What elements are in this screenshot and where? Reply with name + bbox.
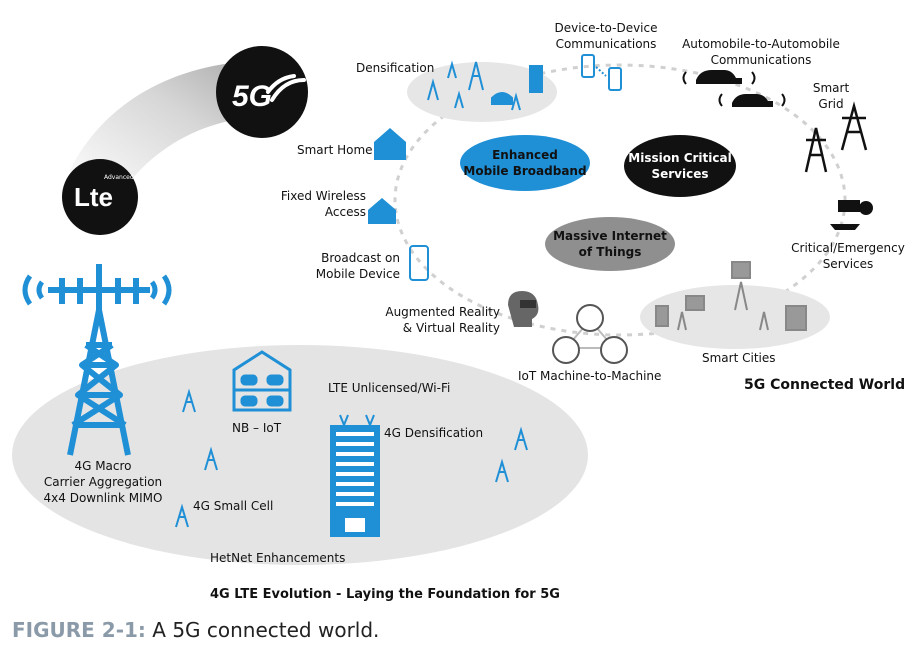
hetnet-label: HetNet Enhancements xyxy=(210,551,346,565)
a2a-line-2: Communications xyxy=(710,53,812,67)
iot-car-node xyxy=(600,336,628,364)
lte-ellipse xyxy=(12,345,588,565)
broadcast-line-1: Broadcast on xyxy=(321,251,400,265)
embb-pill-shape xyxy=(460,135,590,191)
smart-cities-label: Smart Cities xyxy=(702,351,776,365)
iot-home-node xyxy=(552,336,580,364)
fixed-wireless-line-1: Fixed Wireless xyxy=(280,189,366,203)
miot-pill-shape xyxy=(545,217,675,271)
macro-line-3: 4x4 Downlink MIMO xyxy=(43,491,163,505)
fiveg-logo-circle xyxy=(216,46,308,138)
office-building-icon xyxy=(330,414,380,537)
massive-iot-pillar: Massive Internet of Things xyxy=(545,217,675,271)
d2d-label: Device-to-Device Communications xyxy=(548,20,664,52)
emergency-label: Critical/Emergency Services xyxy=(786,240,910,272)
broadcast-phone-icon xyxy=(409,245,429,281)
emergency-icon xyxy=(830,200,873,230)
miot-line-2: of Things xyxy=(578,245,642,259)
smart-grid-line-2: Grid xyxy=(818,97,844,111)
smart-grid-line-1: Smart xyxy=(812,81,850,95)
smart-cities-icons xyxy=(655,261,807,331)
car-signal-icon xyxy=(682,71,786,107)
foundation-title: 4G LTE Evolution - Laying the Foundation… xyxy=(210,587,560,602)
fixed-wireless-icon xyxy=(368,198,396,224)
embb-line-2: Mobile Broadband xyxy=(463,164,587,178)
macro-tower-icon xyxy=(22,264,172,456)
emergency-line-2: Services xyxy=(822,257,874,271)
caption-prefix: FIGURE 2-1: xyxy=(12,618,146,642)
ar-vr-label: Augmented Reality & Virtual Reality xyxy=(376,304,500,336)
fiveg-logo-text: 5G xyxy=(232,80,273,113)
lte-logo-circle xyxy=(62,159,138,235)
small-tower-icon xyxy=(175,388,528,528)
fixed-wireless-label: Fixed Wireless Access xyxy=(270,188,366,220)
mission-line-2: Services xyxy=(651,167,709,181)
ar-vr-icon xyxy=(508,291,539,327)
cars-icon xyxy=(696,70,773,107)
iot-m2m-icon xyxy=(563,318,617,349)
densification-icons xyxy=(427,60,543,111)
lte-logo-subtext: Advanced Pro xyxy=(104,174,146,181)
lte-logo-text: Lte xyxy=(74,182,113,212)
iot-phone-node xyxy=(576,304,604,332)
macro-line-1: 4G Macro xyxy=(74,459,132,473)
miot-line-1: Massive Internet xyxy=(553,229,667,243)
smart-grid-label: Smart Grid xyxy=(806,80,856,112)
ar-vr-line-2: & Virtual Reality xyxy=(402,321,500,335)
emergency-line-1: Critical/Emergency xyxy=(791,241,905,255)
mission-critical-pill-shape xyxy=(624,135,736,197)
broadcast-line-2: Mobile Device xyxy=(315,267,400,281)
broadcast-label: Broadcast on Mobile Device xyxy=(300,250,400,282)
figure-caption: FIGURE 2-1: A 5G connected world. xyxy=(12,618,379,642)
d2d-line-2: Communications xyxy=(555,37,657,51)
densification-label: Densification xyxy=(356,61,435,75)
fixed-wireless-line-2: Access xyxy=(324,205,366,219)
a2a-label: Automobile-to-Automobile Communications xyxy=(676,36,846,68)
smart-grid-icon xyxy=(804,101,868,173)
d2d-line-1: Device-to-Device xyxy=(554,21,658,35)
small-cell-label: 4G Small Cell xyxy=(193,499,274,513)
fiveg-world-title: 5G Connected World xyxy=(744,377,906,393)
4g-densification-label: 4G Densification xyxy=(384,426,484,440)
mission-line-1: Mission Critical xyxy=(628,151,732,165)
nb-iot-label: NB – IoT xyxy=(232,421,282,435)
smart-home-icon xyxy=(374,128,406,160)
evolution-swoosh xyxy=(70,62,262,195)
parking-garage-icon xyxy=(232,350,292,412)
macro-label: 4G Macro Carrier Aggregation 4x4 Downlin… xyxy=(28,458,178,506)
a2a-line-1: Automobile-to-Automobile xyxy=(682,37,840,51)
smart-home-label: Smart Home xyxy=(297,143,373,157)
iot-m2m-label: IoT Machine-to-Machine xyxy=(518,369,662,383)
ar-vr-line-1: Augmented Reality xyxy=(385,305,500,319)
embb-line-1: Enhanced xyxy=(492,148,558,162)
macro-line-2: Carrier Aggregation xyxy=(43,475,163,489)
fiveg-signal-icon xyxy=(266,74,306,102)
phones-icon xyxy=(581,54,622,91)
lte-unlicensed-label: LTE Unlicensed/Wi-Fi xyxy=(328,381,451,395)
caption-text: A 5G connected world. xyxy=(152,618,380,642)
